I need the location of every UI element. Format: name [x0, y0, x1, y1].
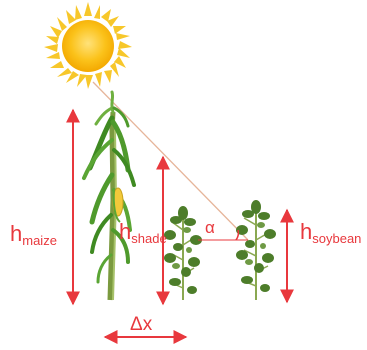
maize-plant-icon	[84, 92, 134, 300]
h-shade-label: hshade	[119, 219, 167, 246]
soybean-plant-shaded-icon	[164, 206, 202, 300]
delta-x-label: Δx	[130, 314, 153, 335]
h-maize-label: hmaize	[10, 221, 57, 248]
h-soybean-label: hsoybean	[300, 219, 361, 246]
alpha-label: α	[205, 218, 215, 237]
soybean-plant-icon	[236, 200, 276, 300]
sun-icon	[44, 2, 132, 89]
